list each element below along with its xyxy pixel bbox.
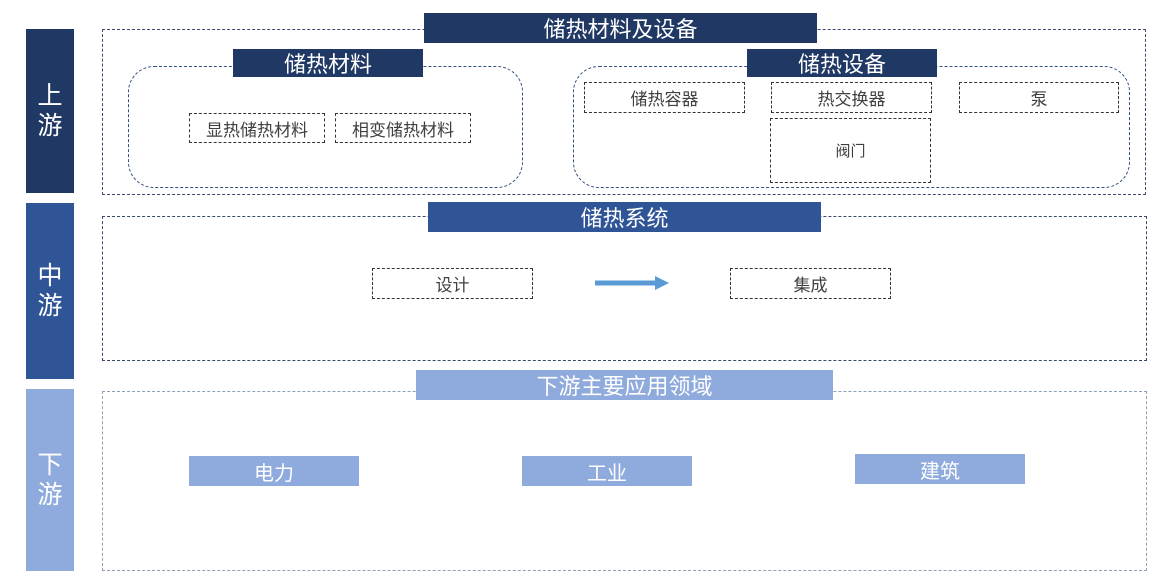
equipment-title: 储热设备	[747, 49, 937, 78]
tier-label-midstream: 中 游	[26, 203, 74, 379]
equipment-item-valve: 阀门	[770, 118, 931, 183]
tier-char: 游	[37, 291, 63, 320]
equipment-item-heat-exchanger: 热交换器	[771, 82, 932, 113]
tier-char: 上	[37, 81, 63, 110]
midstream-item-integration: 集成	[730, 268, 891, 299]
material-item-sensible: 显热储热材料	[189, 113, 325, 143]
application-industry: 工业	[522, 456, 692, 486]
equipment-item-pump: 泵	[959, 82, 1119, 113]
upstream-title: 储热材料及设备	[424, 13, 817, 43]
midstream-item-design: 设计	[372, 268, 533, 299]
application-building: 建筑	[855, 454, 1025, 484]
flow-arrow-head	[655, 276, 669, 290]
materials-title: 储热材料	[233, 49, 423, 78]
material-item-phase-change: 相变储热材料	[335, 113, 471, 143]
flow-arrow	[595, 276, 669, 290]
tier-char: 中	[37, 261, 63, 290]
tier-char: 游	[37, 111, 63, 140]
equipment-item-container: 储热容器	[584, 82, 745, 113]
tier-char: 下	[37, 450, 63, 479]
tier-char: 游	[37, 480, 63, 509]
downstream-title: 下游主要应用领域	[416, 370, 833, 400]
application-power: 电力	[189, 456, 359, 486]
tier-label-downstream: 下 游	[26, 389, 74, 571]
tier-label-upstream: 上 游	[26, 29, 74, 193]
midstream-title: 储热系统	[428, 202, 821, 232]
